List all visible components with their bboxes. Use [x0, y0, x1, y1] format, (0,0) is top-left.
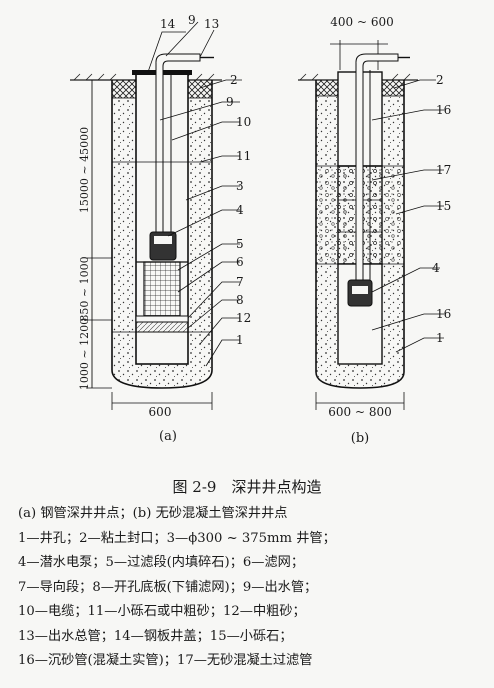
sublabel-a: (a) — [159, 429, 177, 444]
label-a-5: 5 — [236, 237, 244, 251]
legend-line: 16—沉砂管(混凝土实管)；17—无砂混凝土过滤管 — [18, 653, 313, 668]
label-a-7: 7 — [236, 275, 244, 289]
dim-b-top: 400 ~ 600 — [330, 15, 394, 29]
legend-line: 4—潜水电泵；5—过滤段(内填碎石)；6—滤网； — [18, 555, 305, 570]
perforated-base-plate — [135, 321, 189, 333]
label-b-16-upper: 16 — [436, 103, 451, 117]
label-a-10: 10 — [236, 115, 251, 129]
clay-seal-b — [315, 79, 339, 97]
submersible-pump — [149, 231, 177, 261]
label-b-15: 15 — [436, 199, 451, 213]
label-a-9-top: 9 — [188, 13, 196, 27]
figure-a: 15000 ~ 45000 850 ~ 1000 1000 ~ 1200 600… — [70, 13, 251, 444]
label-b-1: 1 — [436, 331, 444, 345]
filter-section-a — [143, 261, 181, 317]
submersible-pump-b — [347, 279, 373, 307]
label-a-9: 9 — [226, 95, 234, 109]
sublabel-b: (b) — [351, 431, 369, 446]
label-b-2: 2 — [436, 73, 444, 87]
leader-lines-a — [147, 21, 242, 367]
figure-caption-title: 图 2-9 深井井点构造 — [172, 478, 322, 496]
label-b-4: 4 — [432, 261, 440, 275]
dimension-vertical-a — [86, 79, 112, 389]
legend-line: 10—电缆；11—小砾石或中粗砂；12—中粗砂； — [18, 604, 306, 619]
dim-b-width: 600 ~ 800 — [328, 405, 392, 419]
clay-seal-a — [111, 79, 137, 99]
dim-a-vertical-1: 15000 ~ 45000 — [78, 127, 91, 213]
label-b-16-lower: 16 — [436, 307, 451, 321]
legend-line: 7—导向段；8—开孔底板(下铺滤网)；9—出水管； — [18, 579, 318, 595]
label-b-17: 17 — [436, 163, 451, 177]
legend-line: (a) 钢管深井井点；(b) 无砂混凝土管深井井点 — [18, 506, 288, 521]
dimension-horizontal-b — [315, 392, 405, 410]
label-a-8: 8 — [236, 293, 244, 307]
label-a-12: 12 — [236, 311, 251, 325]
legend-line: 13—出水总管；14—钢板井盖；15—小砾石； — [18, 628, 293, 644]
well-point-diagram: 15000 ~ 45000 850 ~ 1000 1000 ~ 1200 600… — [70, 13, 451, 446]
label-a-13: 13 — [204, 17, 219, 31]
leader-lines-b — [371, 79, 444, 353]
label-a-1: 1 — [236, 333, 244, 347]
borehole-outline-b — [315, 80, 405, 389]
labels-a: 14 9 13 2 9 10 11 3 4 5 6 7 8 12 1 — [160, 13, 251, 347]
dim-a-vertical-3: 1000 ~ 1200 — [78, 318, 91, 390]
dimension-horizontal-a — [111, 392, 213, 410]
guide-section-a — [135, 315, 189, 323]
label-a-4: 4 — [236, 203, 244, 217]
legend-line: 1—井孔；2—粘土封口；3—ϕ300 ~ 375mm 井管； — [18, 530, 336, 546]
label-a-2: 2 — [230, 73, 238, 87]
figure-legend: (a) 钢管深井井点；(b) 无砂混凝土管深井井点 1—井孔；2—粘土封口；3—… — [18, 502, 488, 674]
label-a-3: 3 — [236, 179, 244, 193]
figure-b: 400 ~ 600 — [298, 15, 451, 446]
borehole-outline-a — [111, 80, 213, 389]
dim-a-vertical-2: 850 ~ 1000 — [78, 256, 91, 321]
dim-a-width: 600 — [149, 405, 172, 419]
label-a-6: 6 — [236, 255, 244, 269]
label-a-14: 14 — [160, 17, 176, 31]
labels-b: 2 16 17 15 4 16 1 — [432, 73, 451, 345]
label-a-11: 11 — [236, 149, 251, 163]
